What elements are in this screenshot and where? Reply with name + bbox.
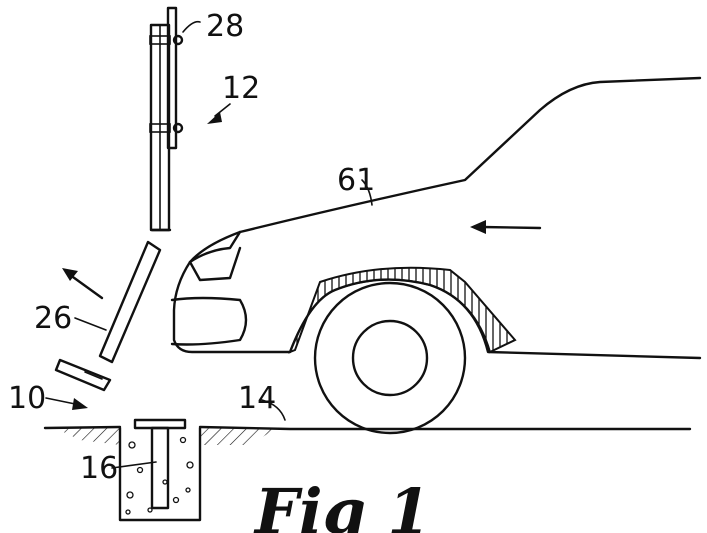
upper-post [149, 6, 184, 232]
vehicle [170, 76, 702, 435]
label-sign-panel: 28 [206, 9, 244, 44]
vehicle-motion-arrow [470, 220, 542, 234]
label-ground: 14 [238, 381, 276, 416]
label-post-lower: 26 [34, 301, 72, 336]
label-footing: 16 [80, 451, 118, 486]
ground-line [43, 425, 692, 445]
label-vehicle: 61 [337, 163, 375, 198]
footing [118, 418, 202, 522]
figure-caption: Fig 1 [253, 475, 431, 533]
lower-post [54, 240, 162, 392]
label-sign-assembly: 12 [222, 71, 260, 106]
post-motion-arrow [62, 268, 104, 300]
label-base-assembly: 10 [8, 381, 46, 416]
leader-lines [45, 20, 373, 469]
